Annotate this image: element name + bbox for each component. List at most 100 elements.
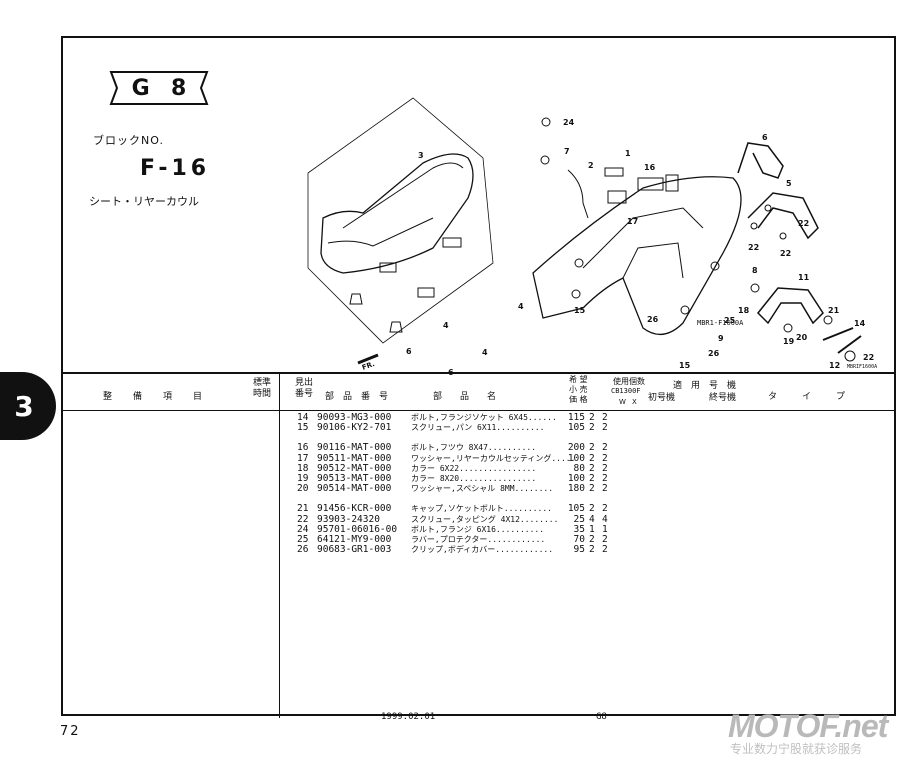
part-name: ボルト,フツウ 8X47.......... [411,443,537,453]
part-number: 90512-MAT-000 [317,462,392,474]
callout-16: 14 [854,319,866,328]
callout-2: 2 [588,161,594,170]
header-type: タ イ プ [768,392,854,402]
block-number: F-16 [140,156,211,181]
page-number: 72 [60,724,81,739]
part-price: 100 [567,452,585,464]
part-number: 90511-MAT-000 [317,452,392,464]
header-model: CB1300F [611,387,641,395]
part-ref: 25 [297,533,309,545]
callout-22a: 22 [798,219,809,228]
group-code-number: 8 [171,75,187,101]
part-name: キャップ,ソケットボルト.......... [411,504,552,514]
svg-text:3: 3 [418,151,424,160]
qty-w: 2 [589,422,595,434]
callout-17: 18 [738,306,750,315]
part-ref: 15 [297,422,309,434]
group-code-box: G 8 [107,70,211,106]
block-name: シート・リヤーカウル [89,195,199,208]
figure-code: MBR1-F1600A [697,319,744,327]
svg-text:FR.: FR. [361,360,376,372]
header-price: 希 望 小 売 価 格 [569,375,588,404]
callout-13: 11 [798,273,810,282]
part-name: ワッシャー,スペシャル 8MM........ [411,484,554,494]
group-code-border [109,71,209,105]
callout-21: 22 [863,353,874,362]
header-qty: 使用個数 [613,377,645,386]
qty-w: 2 [589,442,595,454]
callout-7: 6 [762,133,768,142]
header-ref-no: 見出 番号 [295,378,314,399]
exploded-parts-diagram: 3 24 7 2 1 16 17 6 5 22 22 22 8 11 21 14… [307,97,874,377]
qty-w: 2 [589,412,595,423]
part-ref: 16 [297,442,309,454]
part-name: ボルト,フランジソケット 6X45...... [411,413,557,422]
part-number: 95701-06016-00 [317,523,398,535]
part-ref: 17 [297,452,309,464]
callout-14: 12 [829,361,840,370]
table-header: 整 備 項 目 標準 時間 見出 番号 部 品 番 号 部 品 名 希 望 小 … [63,374,894,411]
part-price: 95 [573,544,585,556]
header-applicable: 適 用 号 機 [673,381,737,391]
part-price: 200 [567,442,585,454]
callout-1: 1 [625,149,631,158]
header-item: 整 備 項 目 [103,392,209,402]
callout-6b: 6 [448,368,454,377]
part-price: 70 [573,533,585,545]
footer-code: G8 [596,712,607,722]
footer-date: 1999.02.01 [381,712,436,722]
callout-15a: 15 [574,306,586,315]
part-name: カラー 6X22................ [411,463,537,473]
qty-x: 2 [602,533,608,545]
qty-w: 2 [589,462,595,474]
qty-w: 2 [589,452,595,464]
qty-w: 1 [589,523,595,535]
part-number: 93903-24320 [317,513,380,525]
part-ref: 24 [297,523,309,535]
qty-w: 2 [589,503,595,515]
part-price: 115 [567,412,585,423]
part-name: スクリュー,パン 6X11.......... [411,423,545,433]
callout-5: 5 [786,179,792,188]
qty-w: 2 [589,544,595,556]
part-number: 90116-MAT-000 [317,442,392,454]
callout-11: 16 [644,163,656,172]
part-name: カラー 8X20................ [411,473,537,483]
part-number: 90106-KY2-701 [317,422,392,434]
qty-x: 2 [602,462,608,474]
qty-x: 4 [602,513,608,525]
callout-8: 7 [564,147,570,156]
header-qty-w: W [619,398,626,406]
callout-22c: 22 [748,243,759,252]
part-ref: 18 [297,462,309,474]
section-tab-label: 3 [14,389,34,423]
part-ref: 21 [297,503,309,515]
qty-w: 4 [589,513,595,525]
callout-22b: 22 [780,249,791,258]
qty-w: 2 [589,533,595,545]
header-first: 初号機 [648,393,676,403]
part-price: 180 [567,483,585,495]
part-number: 64121-MY9-000 [317,533,392,545]
callout-15b: 15 [679,361,691,370]
part-ref: 22 [297,513,309,525]
qty-w: 2 [589,483,595,495]
part-number: 90513-MAT-000 [317,472,392,484]
callout-19: 20 [796,333,808,342]
part-name: ラバー,プロテクター............ [411,534,546,544]
qty-x: 2 [602,412,608,423]
callout-4a: 4 [518,302,524,311]
part-number: 91456-KCR-000 [317,503,392,515]
part-number: 90683-GR1-003 [317,544,392,556]
part-ref: 14 [297,412,309,423]
callout-4b: 4 [443,321,449,330]
qty-x: 2 [602,452,608,464]
part-number: 90093-MG3-000 [317,412,392,423]
part-name: スクリュー,タッピング 4X12........ [411,514,559,524]
qty-x: 2 [602,422,608,434]
column-divider [279,374,280,718]
callout-25: 25 [724,316,736,325]
callout-18: 19 [783,337,795,346]
qty-x: 2 [602,483,608,495]
qty-x: 2 [602,544,608,556]
